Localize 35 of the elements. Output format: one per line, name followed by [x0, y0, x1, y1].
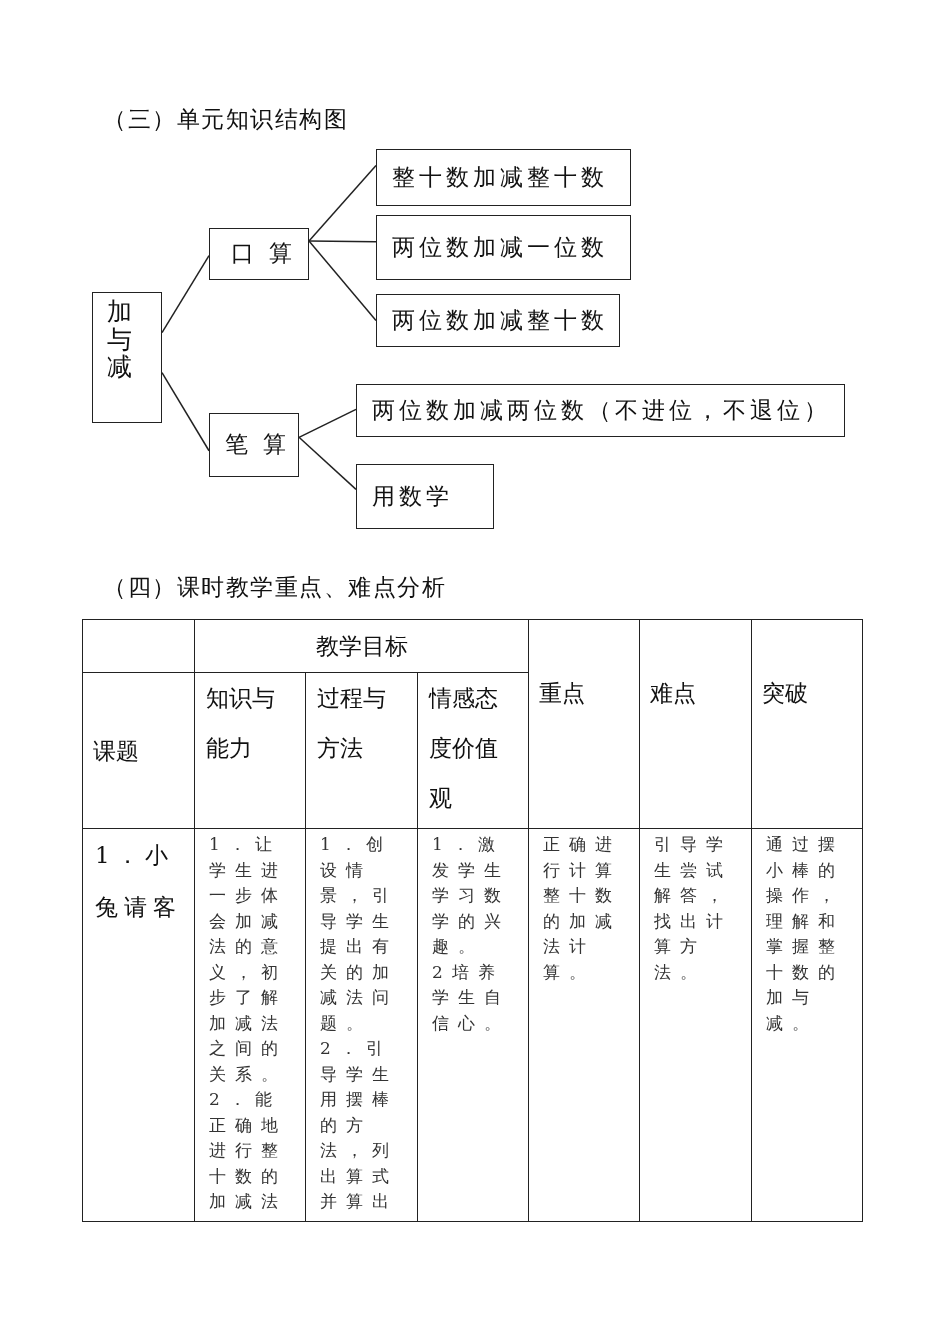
cell-text: 通过摆小棒的操作，理解和掌握整十数的加与减。 — [766, 833, 845, 1035]
connector-line — [308, 240, 377, 243]
connector-line — [308, 240, 377, 322]
concept-box: 两位数加减一位数 — [376, 215, 631, 280]
cell-text: 2培养学生自信心。 — [432, 960, 511, 1035]
cell-text: 正确进行计算整十数的加减法计算。 — [543, 833, 622, 984]
cell-text: 2．能正确地进行整十数的加减法 — [209, 1088, 288, 1213]
cell-text: 2．引导学生用摆棒的方法，列出算式并算出 — [320, 1037, 399, 1213]
column-header: 突破 — [762, 679, 809, 708]
lesson-title: 1．小兔请客 — [95, 841, 183, 922]
connector-line — [298, 408, 357, 439]
cell-text: 1．创设情景，引导学生提出有关的加减法问题。 — [320, 833, 399, 1035]
cell-text: 1．激发学生学习数学的兴趣。 — [432, 833, 511, 958]
connector-line — [308, 164, 377, 242]
group-header: 教学目标 — [315, 632, 408, 661]
column-header: 重点 — [539, 679, 586, 708]
column-header: 情感态度价值观 — [429, 684, 499, 813]
column-header: 课题 — [93, 736, 140, 766]
concept-box: 笔 算 — [209, 413, 299, 477]
connector-line — [161, 254, 210, 334]
concept-box: 用数学 — [356, 464, 494, 529]
connector-line — [298, 436, 357, 491]
cell-text: 引导学生尝试解答，找出计算方法。 — [654, 833, 733, 984]
column-header: 难点 — [650, 679, 697, 708]
concept-box: 两位数加减两位数（不进位，不退位） — [356, 384, 845, 437]
cell-text: 1．让学生进一步体会加减法的意义，初步了解加减法之间的关系。 — [209, 833, 288, 1086]
concept-box: 整十数加减整十数 — [376, 149, 631, 206]
connector-line — [161, 371, 210, 452]
concept-box: 口 算 — [209, 228, 309, 280]
section-heading: （四）课时教学重点、难点分析 — [103, 573, 446, 602]
column-header: 过程与方法 — [317, 684, 387, 763]
column-header: 知识与能力 — [206, 684, 276, 763]
concept-box: 两位数加减整十数 — [376, 294, 620, 347]
topic-box: 加与减 — [92, 292, 162, 423]
section-heading: （三）单元知识结构图 — [103, 105, 348, 134]
